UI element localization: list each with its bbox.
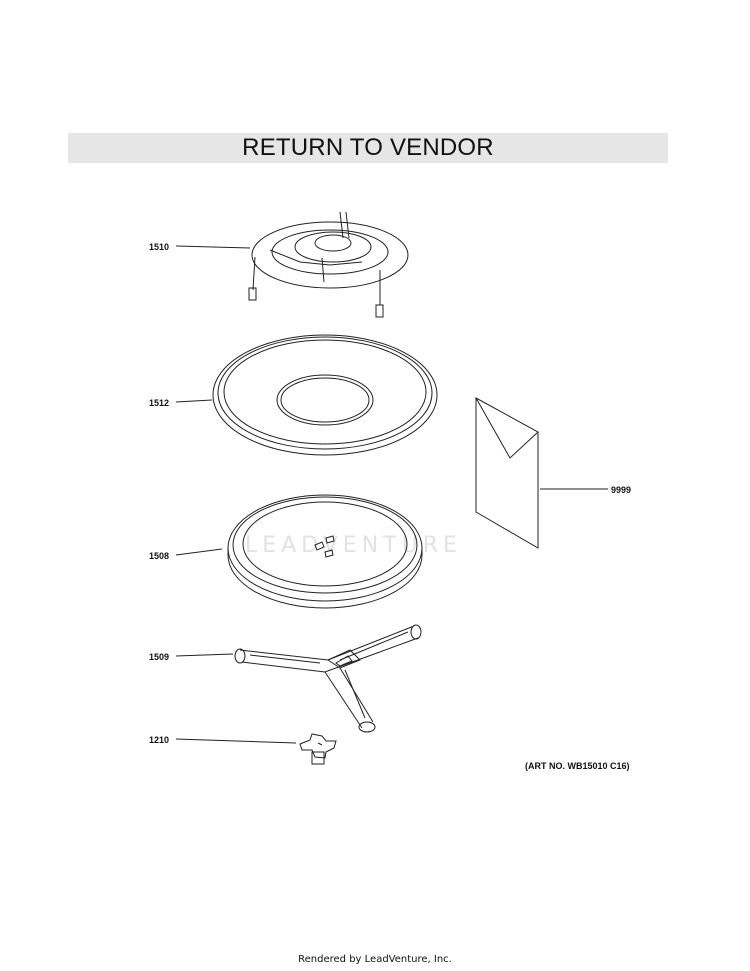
coupler-icon[interactable] <box>299 733 337 765</box>
rack-icon[interactable] <box>248 211 409 318</box>
manual-icon[interactable] <box>475 397 539 549</box>
callout-1510: 1510 <box>149 242 169 252</box>
callout-1512: 1512 <box>149 398 169 408</box>
tray-icon[interactable] <box>212 334 438 456</box>
title-bar: RETURN TO VENDOR <box>68 133 668 163</box>
leader-lines <box>175 245 608 744</box>
page-title: RETURN TO VENDOR <box>242 134 494 161</box>
turntable-plate-icon[interactable] <box>227 494 423 609</box>
roller-support-icon[interactable] <box>234 624 422 733</box>
callout-1509: 1509 <box>149 652 169 662</box>
footer-text: Rendered by LeadVenture, Inc. <box>298 954 452 965</box>
art-number: (ART NO. WB15010 C16) <box>525 761 630 771</box>
callout-1508: 1508 <box>149 551 169 561</box>
callout-1210: 1210 <box>149 735 169 745</box>
callout-9999: 9999 <box>611 485 631 495</box>
